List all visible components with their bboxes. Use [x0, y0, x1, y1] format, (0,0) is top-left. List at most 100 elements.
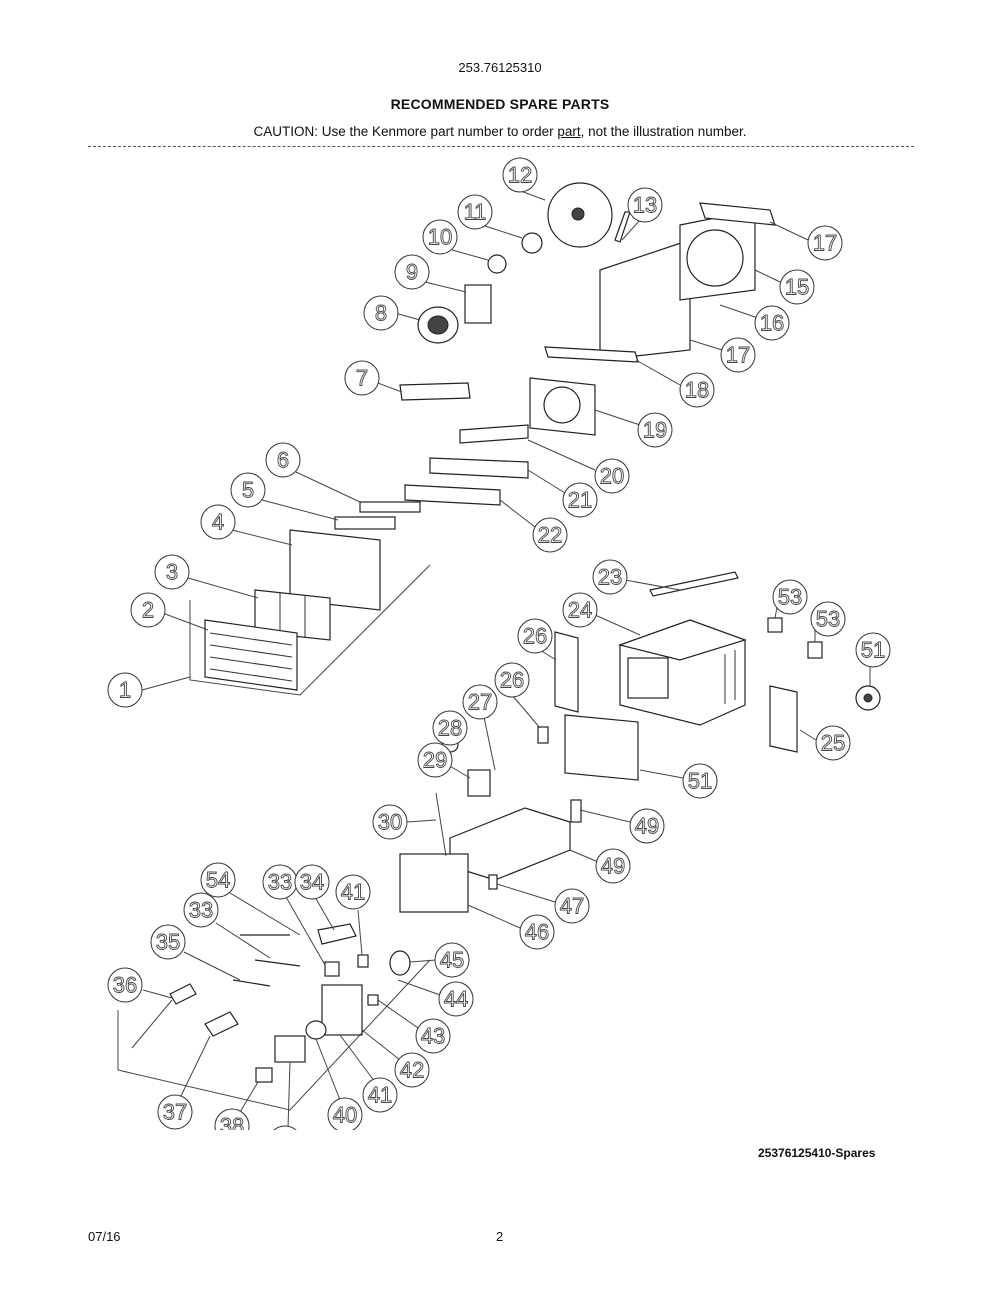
- callout-circle: [265, 442, 301, 478]
- callout-number: 29: [423, 748, 447, 773]
- leader-line: [187, 577, 259, 599]
- callout-number: 54: [206, 868, 230, 893]
- leader-line: [483, 716, 496, 771]
- callout-number: 20: [600, 464, 624, 489]
- callout-bubble: 17: [720, 337, 756, 373]
- page-title: RECOMMENDED SPARE PARTS: [390, 96, 610, 112]
- callout-bubble: 6: [265, 442, 301, 478]
- callout-number: 49: [601, 854, 625, 879]
- callout-bubble: 4: [200, 504, 236, 540]
- leader-line: [357, 909, 363, 956]
- callout-number: 23: [598, 565, 622, 590]
- grille-slat: [209, 656, 293, 670]
- callout-number: 34: [300, 870, 324, 895]
- callout-bubble: 27: [462, 684, 498, 720]
- callout-circle: [394, 254, 430, 290]
- condenser-coil: [564, 714, 639, 781]
- callout-number: 27: [468, 690, 492, 715]
- electrical-group-outline: [117, 959, 431, 1111]
- callout-circle: [679, 372, 715, 408]
- callout-bubble: 26: [517, 618, 553, 654]
- motor-bearing: [521, 232, 543, 254]
- callout-circle: [629, 808, 665, 844]
- callout-circle: [627, 187, 663, 223]
- callout-number: 38: [220, 1114, 244, 1131]
- callout-number: 41: [368, 1083, 392, 1108]
- callout-bubbles: 12 11 10 9 8 13 17 15 16 17 18 7 19 20 2…: [107, 157, 891, 1131]
- leader-line: [579, 809, 631, 823]
- callout-circle: [344, 360, 380, 396]
- callout-number: 17: [813, 231, 837, 256]
- callout-circle: [230, 472, 266, 508]
- relay: [324, 961, 340, 977]
- power-cord: [131, 999, 173, 1049]
- leader-line: [799, 729, 817, 741]
- callout-number: 10: [428, 225, 452, 250]
- caution-part-link: part: [557, 124, 581, 139]
- callout-bubble: 53: [772, 579, 808, 615]
- callout-circle: [462, 684, 498, 720]
- upper-assembly-parts: [189, 182, 776, 696]
- display-board: [274, 1035, 306, 1063]
- leader-line: [569, 849, 599, 863]
- callout-number: 33: [268, 870, 292, 895]
- callout-number: 36: [113, 973, 137, 998]
- power-cord-plug: [169, 983, 197, 1005]
- model-number: 253.76125310: [458, 60, 542, 75]
- callout-number: 33: [189, 898, 213, 923]
- callout-bubble: 18: [679, 372, 715, 408]
- callout-number: 15: [785, 275, 809, 300]
- callout-circle: [273, 1125, 297, 1130]
- callout-bubble: 25: [815, 725, 851, 761]
- front-panel: [289, 529, 381, 611]
- callout-number: 1: [119, 678, 131, 703]
- callout-bubble: 3: [154, 554, 190, 590]
- leader-line: [314, 896, 335, 931]
- callout-circle: [327, 1097, 363, 1130]
- callout-number: 41: [341, 880, 365, 905]
- callout-number: 51: [688, 769, 712, 794]
- callout-circle: [200, 504, 236, 540]
- leader-line: [484, 225, 523, 239]
- callout-bubble: 38: [214, 1108, 250, 1131]
- callout-number: 45: [440, 948, 464, 973]
- callout-number: 4: [212, 510, 224, 535]
- leader-line: [527, 469, 566, 494]
- callout-bubble: 51: [855, 632, 891, 668]
- callout-bubble: 10: [422, 219, 458, 255]
- cabinet-parts: [399, 571, 881, 913]
- callout-number: 30: [378, 810, 402, 835]
- evaporator-coil: [399, 853, 469, 913]
- callout-number: 13: [633, 193, 657, 218]
- callout-circle: [130, 592, 166, 628]
- page-number: 2: [496, 1229, 504, 1244]
- leader-line: [447, 764, 471, 779]
- compressor: [467, 769, 491, 797]
- callout-bubble: 7: [344, 360, 380, 396]
- callout-circle: [150, 924, 186, 960]
- grille-slat: [209, 668, 293, 682]
- callout-circle: [417, 742, 453, 778]
- wire: [232, 979, 271, 987]
- callout-circle: [502, 157, 538, 193]
- callout-circle: [494, 662, 530, 698]
- callout-circle: [432, 710, 468, 746]
- leader-line: [377, 999, 419, 1029]
- callout-number: 44: [444, 987, 468, 1012]
- leader-line: [639, 769, 684, 779]
- base-channel: [544, 346, 639, 363]
- callout-number: 3: [166, 560, 178, 585]
- fan-hub: [571, 207, 585, 221]
- top-rail: [649, 571, 739, 597]
- callout-bubble: 17: [807, 225, 843, 261]
- cabinet-opening: [627, 657, 669, 699]
- callout-number: 22: [538, 523, 562, 548]
- callout-number: 53: [778, 585, 802, 610]
- blower-wheel-hub: [427, 315, 449, 335]
- callout-bubble: 23: [592, 559, 628, 595]
- callout-bubble: 43: [415, 1018, 451, 1054]
- callout-circle: [554, 888, 590, 924]
- callout-number: 17: [726, 343, 750, 368]
- callout-circle: [154, 554, 190, 590]
- leader-line: [231, 529, 293, 546]
